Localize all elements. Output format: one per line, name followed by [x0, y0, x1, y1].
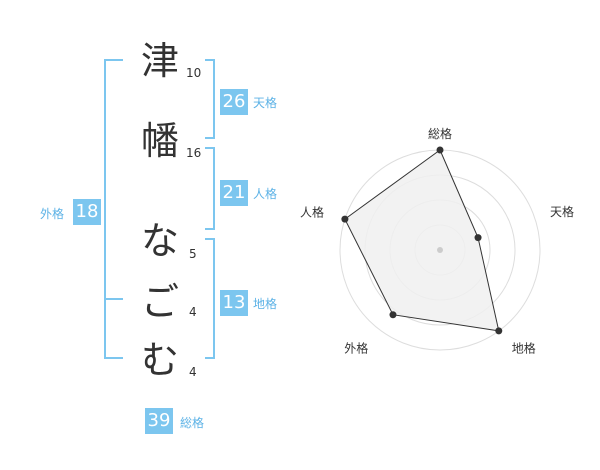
chikaku-badge: 13 [220, 290, 248, 316]
radar-center-dot [437, 247, 443, 253]
name-char-3: な [140, 219, 179, 263]
jinkaku-bracket [205, 147, 215, 230]
radar-point-5 [341, 215, 349, 223]
chikaku-bracket [205, 238, 215, 359]
stroke-count-4: 4 [189, 305, 197, 319]
tenkaku-badge: 26 [220, 89, 248, 115]
radar-point-4 [389, 311, 397, 319]
soukaku-badge: 39 [145, 408, 173, 434]
name-char-1: 津 [140, 39, 179, 83]
radar-axis-label-2: 天格 [550, 204, 574, 219]
name-char-2: 幡 [140, 119, 179, 163]
stroke-count-2: 16 [186, 146, 202, 160]
radar-axis-label-4: 外格 [344, 341, 368, 356]
jinkaku-badge: 21 [220, 180, 248, 206]
radar-axis-label-5: 人格 [300, 204, 324, 219]
gaikaku-label: 外格 [40, 207, 65, 221]
name-char-5: む [140, 338, 179, 382]
stroke-count-1: 10 [186, 66, 202, 80]
chikaku-label: 地格 [253, 297, 278, 311]
radar-axis-label-3: 地格 [512, 341, 536, 356]
tenkaku-label: 天格 [253, 96, 278, 110]
radar-series-area [344, 149, 500, 332]
stroke-count-5: 4 [189, 365, 197, 379]
radar-point-3 [495, 327, 503, 335]
name-char-4: ご [140, 280, 179, 324]
gaikaku-badge: 18 [73, 199, 101, 225]
gaikaku-bracket [104, 59, 123, 359]
radar-axis-label-1: 総格 [428, 126, 452, 141]
soukaku-label: 総格 [180, 416, 205, 430]
radar-point-1 [436, 146, 444, 154]
radar-point-2 [474, 234, 482, 242]
stroke-count-3: 5 [189, 247, 197, 261]
tenkaku-bracket [205, 59, 215, 139]
jinkaku-label: 人格 [253, 187, 278, 201]
